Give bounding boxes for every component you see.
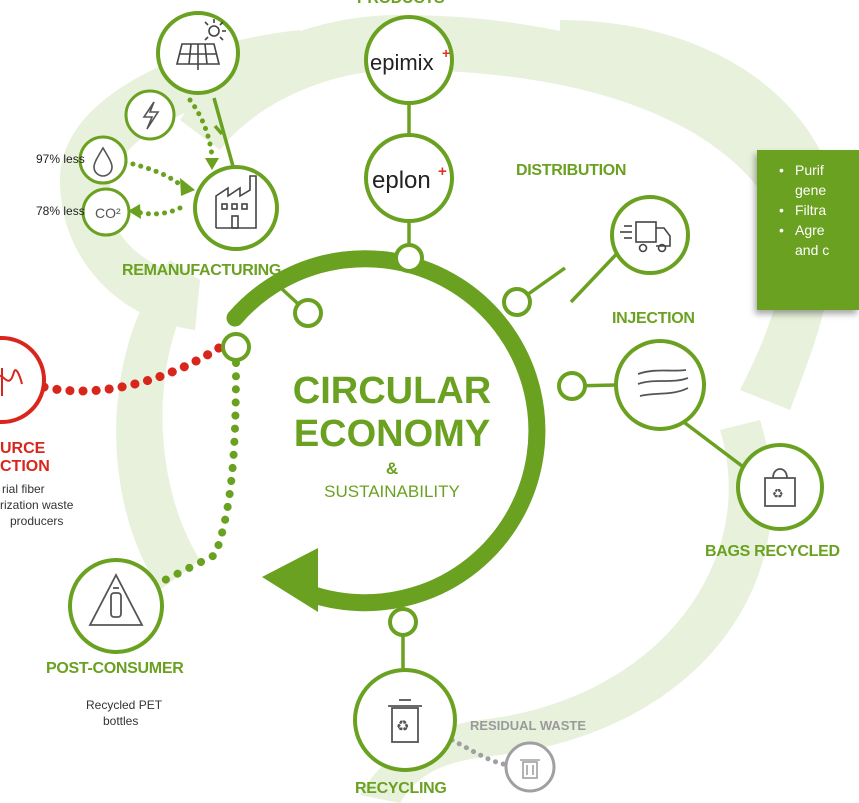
source-desc-2: rization waste [0, 498, 74, 512]
spoke-lines [212, 97, 744, 672]
truck-icon [620, 221, 671, 253]
post-consumer-label: POST-CONSUMER [46, 660, 184, 677]
center-title-2: ECONOMY [294, 413, 490, 455]
water-drop-icon [93, 146, 113, 177]
ring-node-distribution [502, 287, 532, 317]
center-title-1: CIRCULAR [293, 370, 491, 412]
post-consumer-desc-1: Recycled PET [86, 698, 163, 712]
post-consumer-node [68, 558, 164, 654]
co2-arrow-head [128, 204, 141, 219]
ring-node-remanufacturing [293, 298, 323, 328]
ring-node-source [221, 332, 251, 362]
source-node [0, 336, 46, 424]
epimix-logo: epimix [370, 50, 434, 75]
center-subtitle: SUSTAINABILITY [324, 482, 460, 501]
co2-dotted-arrow [134, 205, 183, 217]
svg-text:♻: ♻ [772, 487, 784, 502]
bag-node [736, 443, 824, 531]
water-node [78, 135, 128, 185]
factory-node [193, 165, 279, 251]
source-label-2: CTION [0, 458, 50, 475]
source-dotted-path [39, 341, 227, 396]
ring-node-top [394, 243, 424, 273]
svg-text:♻: ♻ [396, 717, 409, 735]
callout-item: Agre [779, 220, 859, 240]
residual-waste-label: RESIDUAL WASTE [470, 718, 587, 733]
main-circular-arrow [226, 250, 546, 612]
co2-icon: CO² [95, 205, 121, 221]
callout-item-continued: and c [795, 242, 830, 258]
source-desc-3: producers [10, 514, 64, 528]
callout-list: Purif gene Filtra Agre and c [757, 160, 859, 260]
source-label-1: URCE [0, 440, 46, 457]
recycle-bin-icon: ♻ [388, 699, 422, 743]
co2-savings-label: 78% less [36, 204, 85, 218]
energy-dotted-arrow [187, 97, 215, 159]
epimix-plus: + [442, 45, 450, 61]
residual-dotted-path [449, 737, 511, 768]
callout-item: Filtra [779, 200, 859, 220]
water-arrow-head [180, 178, 195, 196]
lightning-icon [142, 101, 160, 130]
callout-item: gene [795, 182, 827, 198]
water-dotted-arrow [122, 159, 187, 191]
main-arrow-head [262, 548, 318, 612]
injection-node [614, 339, 706, 431]
thermal-wave-icon [0, 368, 23, 396]
products-heading: PRODUCTS [357, 0, 445, 8]
epimix-node [364, 15, 454, 105]
recycling-label: RECYCLING [355, 780, 447, 797]
energy-node [124, 89, 176, 141]
post-consumer-dotted-path [161, 346, 240, 584]
trash-icon [520, 759, 540, 779]
residual-node [504, 741, 556, 793]
ring-nodes [221, 243, 587, 637]
callout-item: Purif [779, 160, 859, 180]
ring-node-recycling [388, 607, 418, 637]
post-consumer-desc-2: bottles [103, 714, 139, 728]
distribution-label: DISTRIBUTION [516, 162, 627, 179]
center-ampersand: & [386, 459, 398, 478]
injection-label: INJECTION [612, 310, 695, 327]
recycled-pet-icon [88, 573, 144, 626]
water-savings-label: 97% less [36, 152, 85, 166]
bags-recycled-label: BAGS RECYCLED [705, 543, 840, 560]
energy-arrow-head [205, 158, 219, 170]
eplon-plus: + [438, 163, 447, 180]
eplon-logo: eplon [372, 167, 431, 194]
remanufacturing-label: REMANUFACTURING [122, 262, 282, 279]
injection-icon [637, 369, 689, 397]
info-callout: Purif gene Filtra Agre and c [757, 150, 859, 310]
factory-icon [215, 175, 257, 229]
source-desc-1: rial fiber [2, 482, 45, 496]
recycled-bag-icon: ♻ [764, 468, 796, 507]
solar-panel-icon [175, 19, 226, 70]
ring-node-injection [557, 371, 587, 401]
eplon-node [364, 133, 454, 223]
truck-node [610, 195, 690, 275]
co2-node [81, 187, 131, 237]
recycling-node [353, 668, 457, 772]
